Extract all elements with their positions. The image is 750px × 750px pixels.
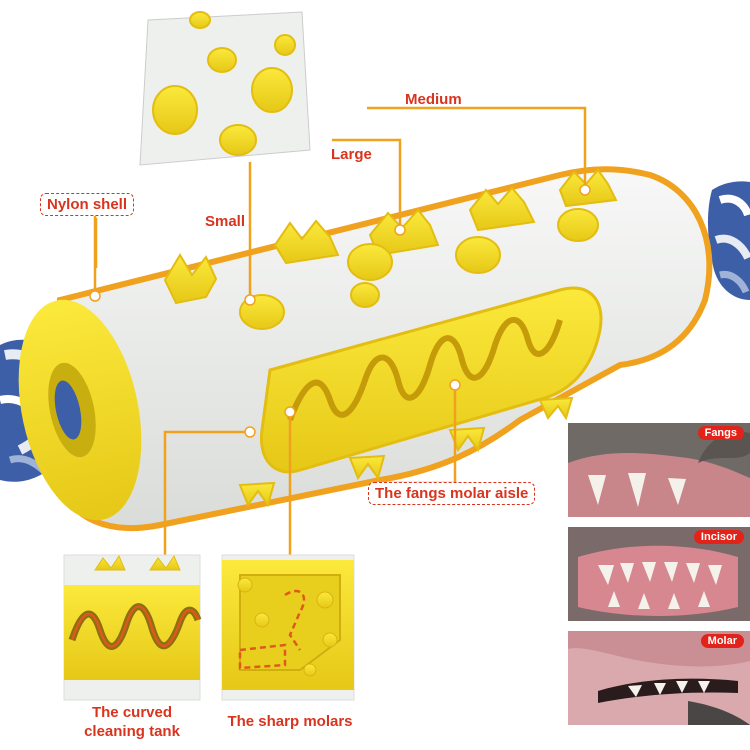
label-medium: Medium — [405, 91, 462, 108]
tag-incisor: Incisor — [693, 530, 744, 544]
inset-curved-tank — [63, 554, 202, 701]
photo-molar: Molar — [568, 631, 750, 725]
label-fangs-molar-aisle: The fangs molar aisle — [368, 482, 536, 505]
caption-curved-line1: The curved — [91, 704, 173, 721]
leader-dots — [89, 184, 591, 438]
photo-fangs: Fangs — [568, 423, 750, 517]
toy-body — [18, 166, 713, 531]
rope-right — [707, 181, 750, 300]
tag-molar: Molar — [700, 634, 744, 648]
label-large: Large — [331, 146, 372, 163]
caption-sharp-molars: The sharp molars — [227, 713, 353, 730]
caption-curved-cleaning-tank: The curved cleaning tank — [64, 703, 200, 741]
tag-fangs: Fangs — [697, 426, 744, 440]
photo-incisor: Incisor — [568, 527, 750, 621]
label-nylon-shell: Nylon shell — [40, 193, 135, 216]
caption-curved-line2: cleaning tank — [84, 723, 180, 740]
label-small: Small — [205, 213, 246, 230]
inset-top-detail — [139, 11, 311, 166]
inset-sharp-molars — [221, 554, 355, 701]
